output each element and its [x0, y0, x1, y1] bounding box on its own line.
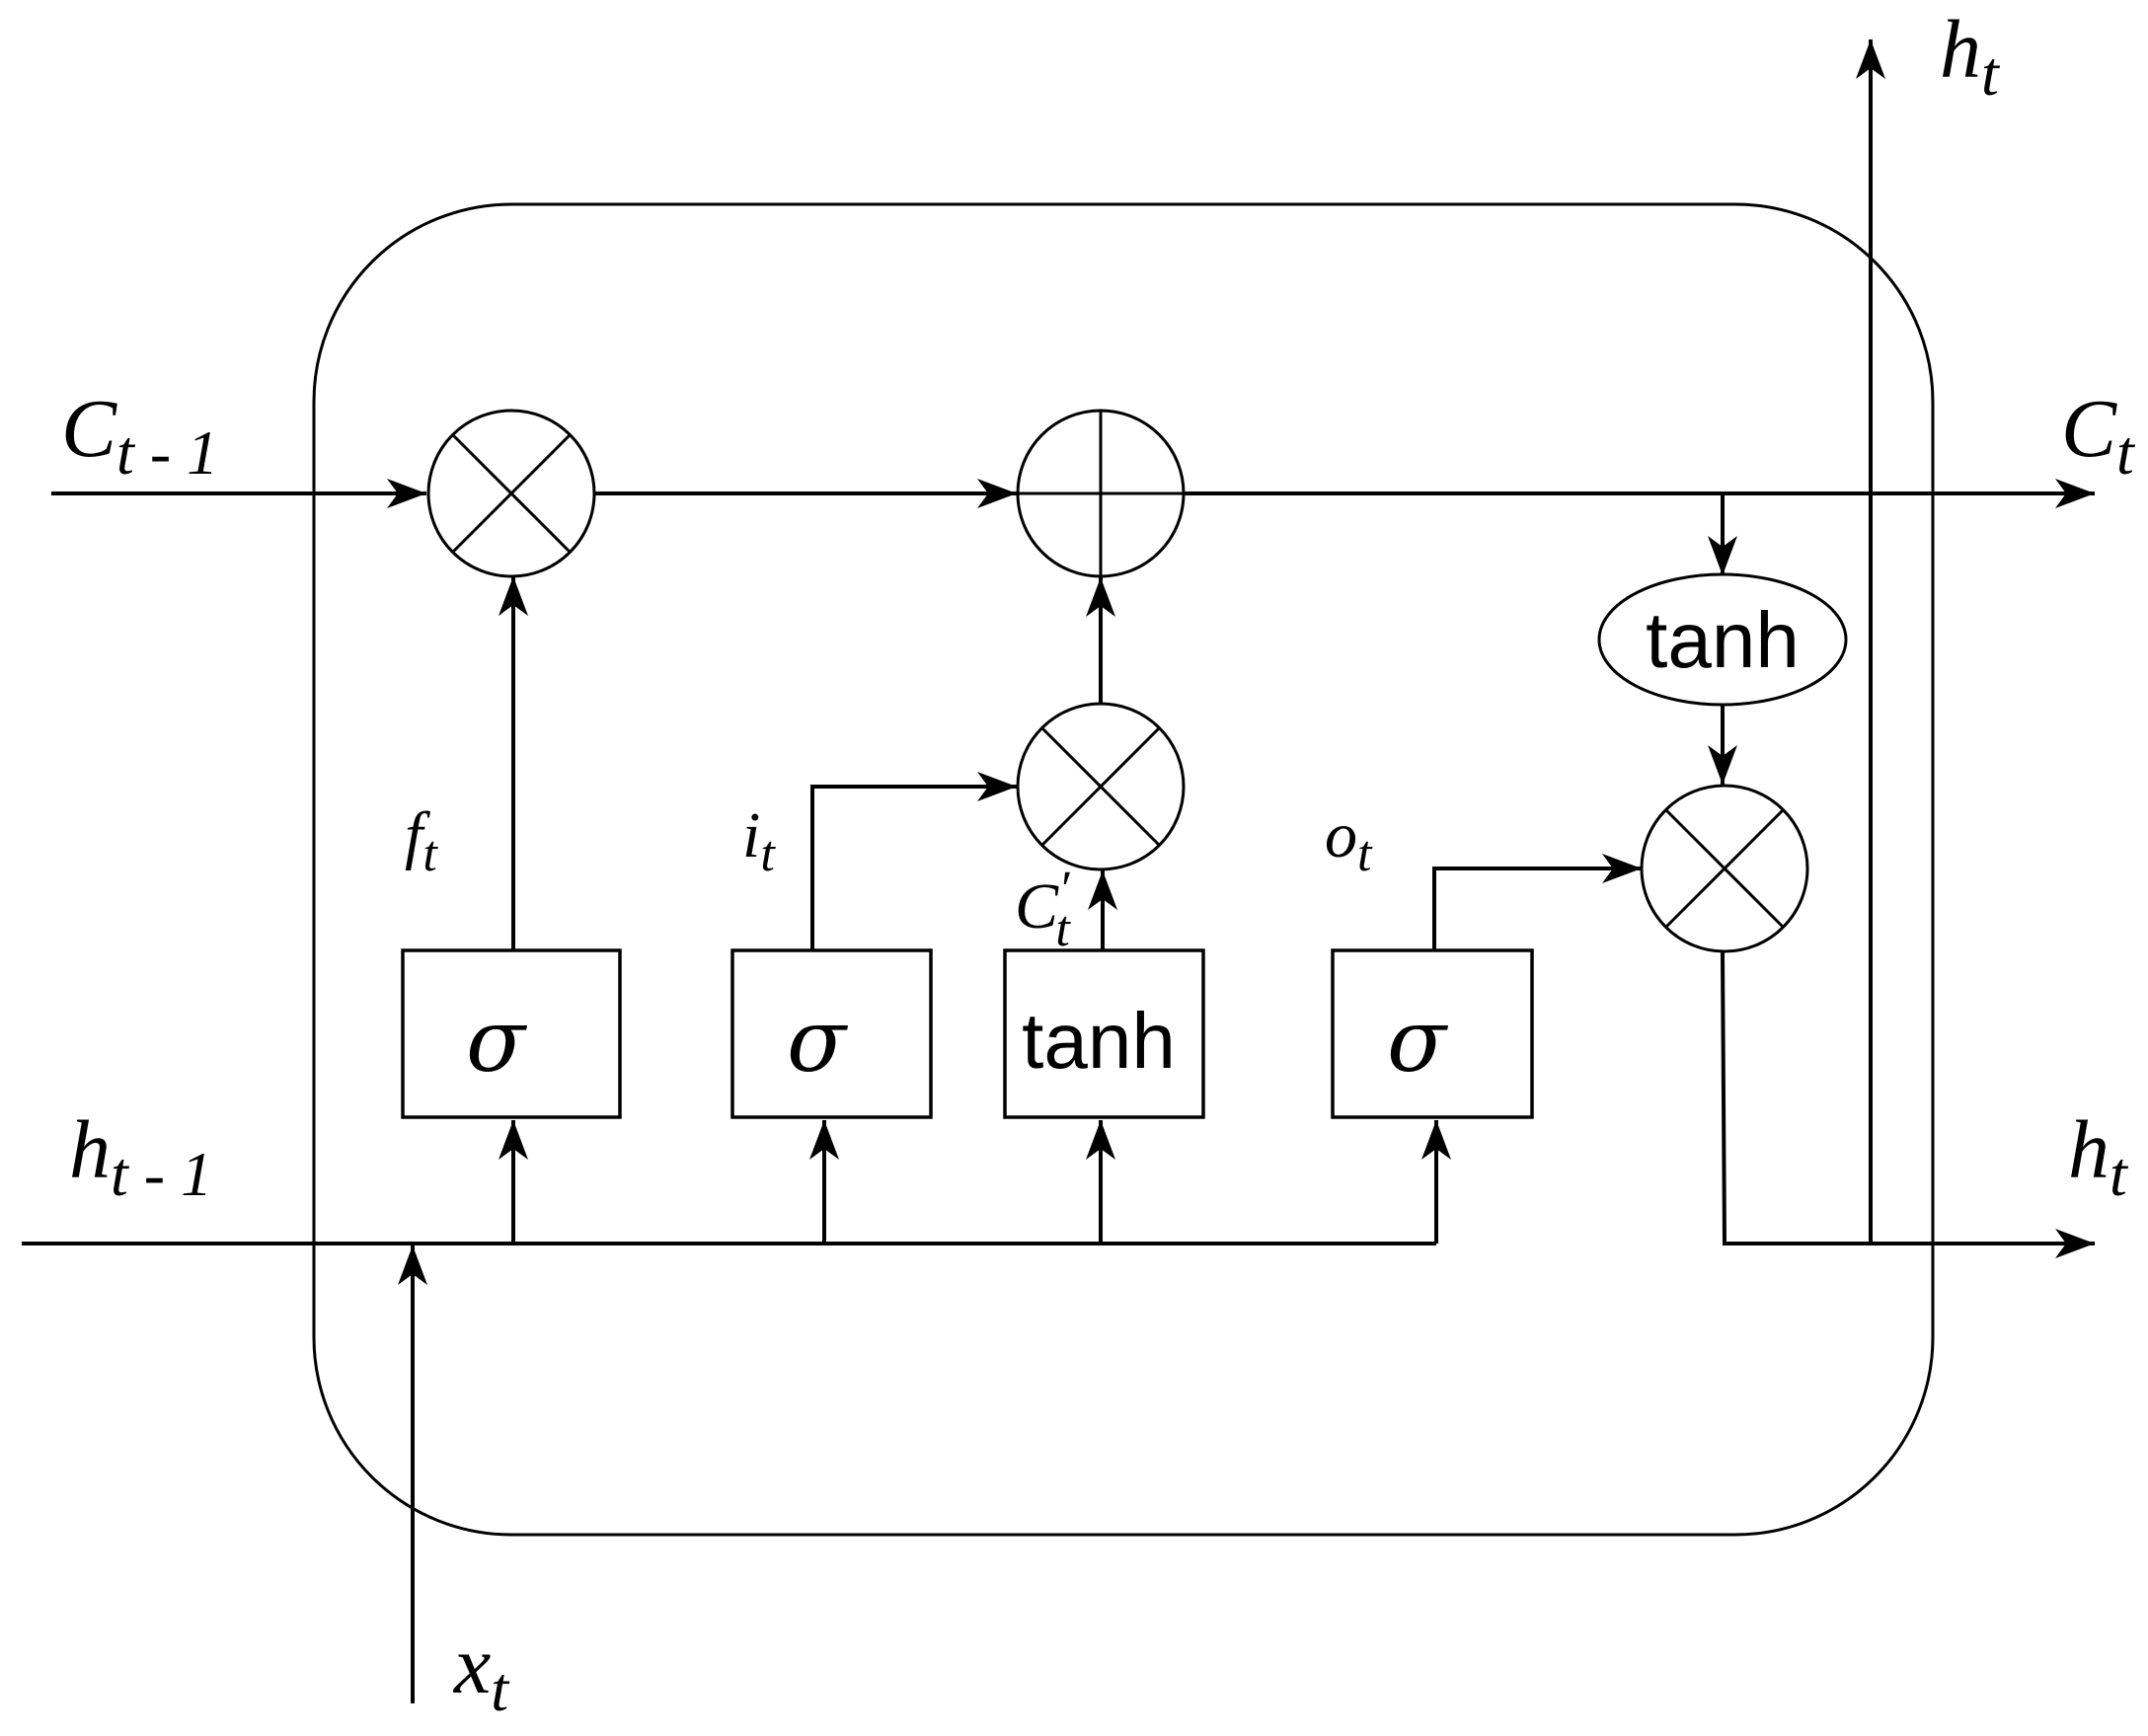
input-gate-output-arrow	[810, 772, 1017, 949]
candidate-box: tanh	[1003, 948, 1205, 1119]
output-gate-box: σ	[1331, 948, 1534, 1119]
input-gate-box: σ	[730, 948, 933, 1119]
output-multiply-operator	[1640, 784, 1809, 953]
candidate-function-label: tanh	[1022, 997, 1176, 1085]
label-c-prev: Ct - 1	[61, 383, 218, 488]
forget-multiply-operator	[426, 409, 596, 578]
hidden-state-output-line	[1721, 951, 2095, 1258]
cell-tanh-ellipse: tanh	[1597, 572, 1848, 707]
label-input-gate: it	[742, 799, 776, 882]
label-forget-gate: ft	[405, 799, 438, 882]
input-gate-symbol: σ	[787, 990, 849, 1092]
output-gate-symbol: σ	[1387, 990, 1449, 1092]
label-h-top: ht	[1940, 4, 2001, 109]
forget-gate-symbol: σ	[466, 990, 528, 1092]
cell-add-operator	[1016, 409, 1186, 578]
label-candidate: C′t	[1015, 862, 1071, 957]
forget-gate-box: σ	[401, 948, 622, 1119]
label-output-gate: ot	[1325, 799, 1373, 882]
label-x-input: xt	[452, 1620, 510, 1724]
label-h-prev: ht - 1	[69, 1104, 212, 1209]
cell-boundary	[312, 202, 1935, 1537]
label-h-next: ht	[2068, 1104, 2129, 1209]
input-multiply-operator	[1016, 702, 1186, 871]
cell-tanh-label: tanh	[1646, 596, 1800, 684]
label-c-next: Ct	[2061, 383, 2136, 488]
output-gate-output-arrow	[1432, 854, 1642, 949]
